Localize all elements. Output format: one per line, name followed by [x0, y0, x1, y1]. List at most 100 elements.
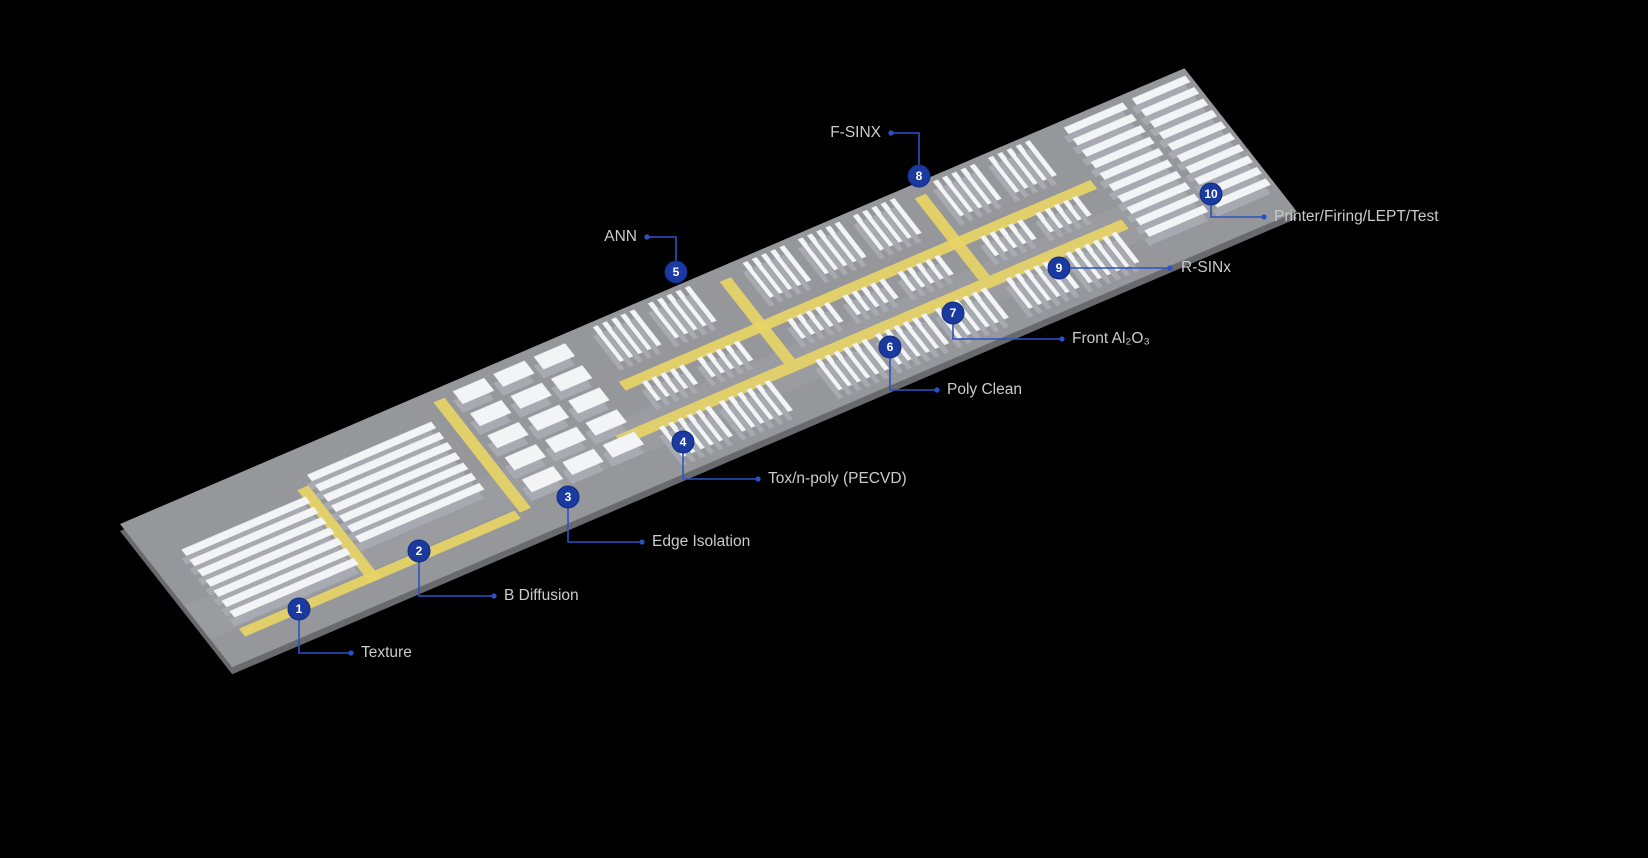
- machine-body: [980, 296, 1009, 329]
- marker-2[interactable]: 2B Diffusion: [407, 539, 579, 604]
- machine-body: [629, 318, 662, 356]
- marker-badge[interactable]: [664, 260, 688, 284]
- machine-body: [1007, 232, 1028, 254]
- machine-body: [880, 211, 913, 248]
- marker-leader-dot: [348, 650, 354, 656]
- marker-badge[interactable]: [556, 485, 580, 509]
- machine-top: [1144, 204, 1209, 238]
- machine-body: [787, 326, 807, 348]
- machine-body: [934, 263, 954, 285]
- machine-body: [1005, 285, 1034, 318]
- machine-top: [533, 343, 576, 370]
- machine-body: [1062, 208, 1083, 230]
- marker-8[interactable]: 8F-SINX: [830, 124, 931, 188]
- machine-top: [1185, 143, 1245, 174]
- machine-body: [1092, 248, 1121, 281]
- marker-number: 10: [1204, 187, 1218, 201]
- machine-body: [805, 319, 825, 340]
- machine-top: [346, 472, 477, 533]
- machine-body: [715, 357, 735, 379]
- machine-body: [678, 373, 698, 395]
- machine-body: [834, 230, 867, 268]
- machine-body: [933, 188, 965, 226]
- machine-body: [611, 326, 643, 363]
- machine-body: [1167, 130, 1226, 160]
- machine-body: [902, 330, 931, 362]
- machine-body: [641, 389, 662, 410]
- marker-badge[interactable]: [1047, 256, 1071, 280]
- machine-body: [1044, 216, 1064, 238]
- machine-body: [1081, 134, 1146, 166]
- machine-top: [229, 557, 360, 618]
- machine-top: [602, 431, 645, 458]
- machine-body: [704, 414, 733, 447]
- marker-badge[interactable]: [907, 164, 931, 188]
- machine-body: [1099, 157, 1164, 189]
- machine-body: [755, 393, 784, 425]
- machine-body: [1117, 180, 1182, 212]
- marker-leader-line: [952, 324, 1062, 340]
- machine-top: [205, 526, 335, 588]
- machine-body: [695, 418, 724, 451]
- marker-leader-line: [1210, 205, 1264, 218]
- machine-body: [764, 389, 793, 421]
- machine-top: [1090, 136, 1155, 169]
- marker-badge[interactable]: [287, 597, 311, 621]
- machine-body: [1033, 274, 1062, 306]
- machine-body: [1042, 270, 1071, 302]
- marker-leader-line: [298, 620, 351, 654]
- marker-label: ANN: [604, 228, 637, 245]
- machine-body: [1053, 212, 1074, 234]
- machine-top: [834, 221, 867, 259]
- machine-body: [684, 294, 717, 332]
- marker-number: 3: [565, 490, 572, 504]
- machine-body: [871, 215, 904, 252]
- machine-top: [823, 301, 844, 324]
- machine-body: [648, 310, 680, 348]
- marker-badge[interactable]: [878, 335, 902, 359]
- machine-top: [330, 452, 461, 513]
- marker-badge[interactable]: [1199, 182, 1223, 206]
- machine-top: [1099, 147, 1164, 181]
- machine-body: [920, 322, 949, 354]
- machine-body: [1135, 202, 1200, 235]
- machine-top: [544, 426, 587, 454]
- floor-lane: [914, 193, 990, 281]
- machine-body: [724, 353, 744, 375]
- machine-body: [1126, 191, 1191, 223]
- machine-body: [686, 422, 715, 455]
- machine-top: [550, 365, 593, 392]
- machine-top: [1167, 121, 1227, 151]
- machine-body: [1035, 220, 1055, 242]
- floor-lane: [297, 485, 382, 584]
- marker-badge[interactable]: [941, 301, 965, 325]
- marker-badge[interactable]: [407, 539, 431, 563]
- machine-top: [1176, 132, 1236, 163]
- machine-body: [988, 165, 1020, 202]
- marker-label: Texture: [361, 644, 412, 661]
- marker-leader-line: [418, 562, 494, 597]
- floor-lane: [618, 180, 1098, 391]
- machine-body: [823, 311, 844, 332]
- marker-number: 2: [416, 544, 423, 558]
- machine-body: [833, 359, 862, 392]
- machine-top: [504, 443, 547, 471]
- marker-number: 9: [1056, 261, 1063, 275]
- machine-top: [969, 163, 1002, 201]
- machine-body: [980, 244, 1000, 265]
- marker-badge[interactable]: [671, 430, 695, 454]
- machine-body: [746, 396, 775, 429]
- machine-top: [562, 448, 604, 476]
- machine-body: [592, 334, 625, 371]
- marker-leader-line: [682, 453, 758, 480]
- machine-body: [1017, 228, 1037, 250]
